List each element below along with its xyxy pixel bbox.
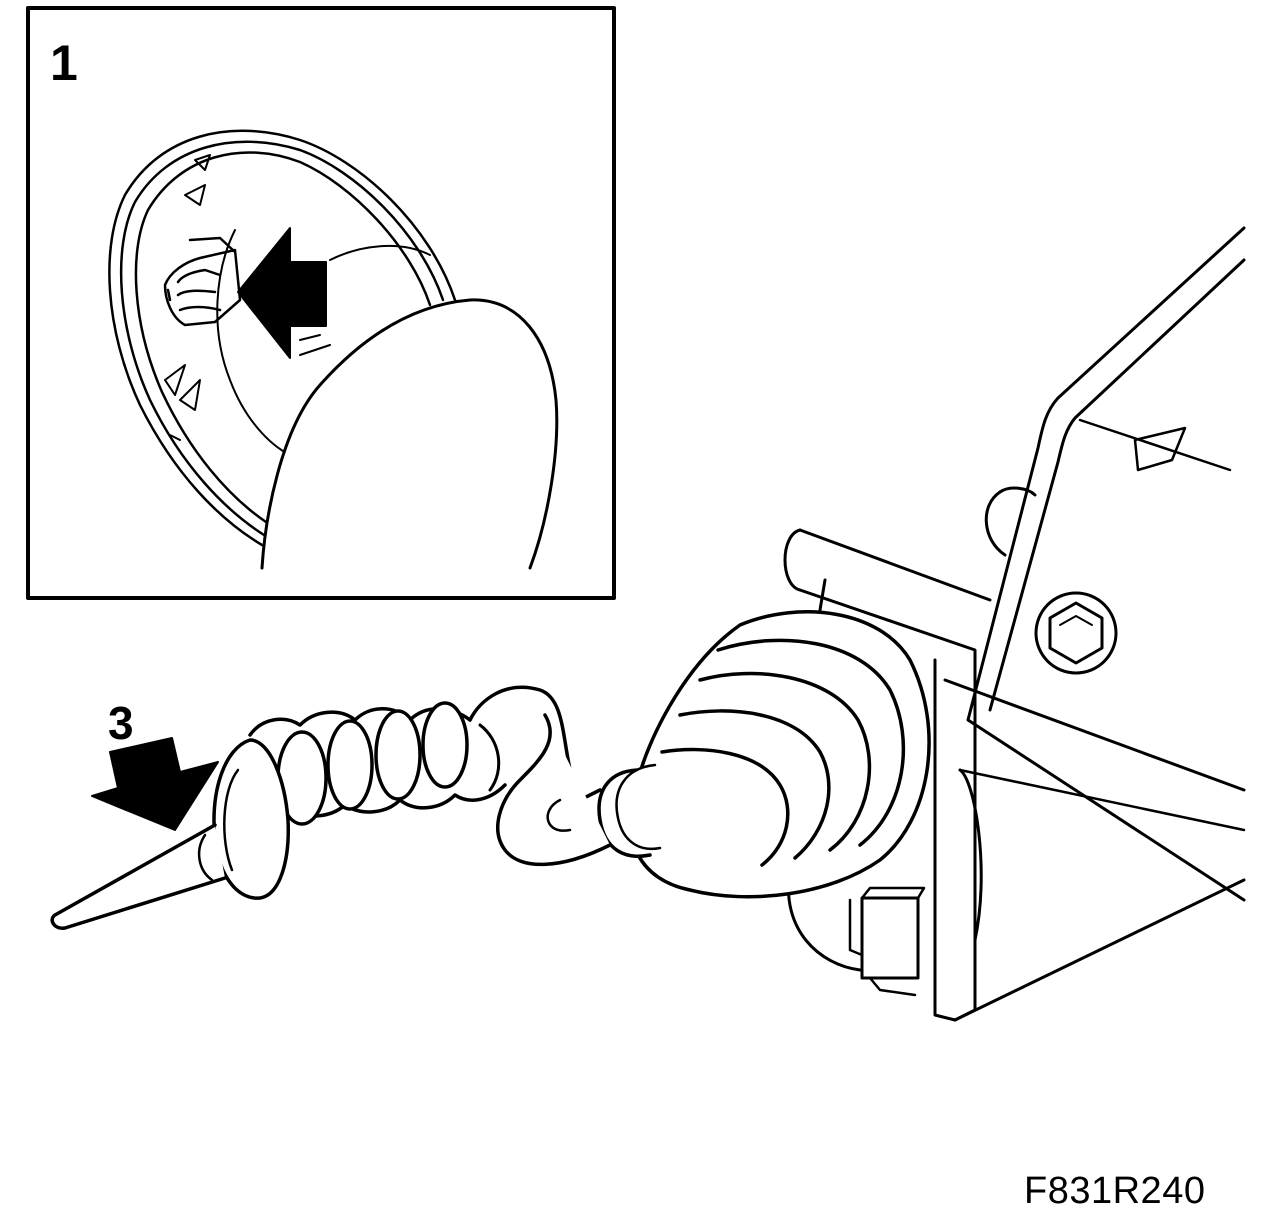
- main-assembly: [50, 226, 1246, 1022]
- lamp-body: [783, 528, 1246, 1022]
- cable-tube: [468, 685, 662, 867]
- corrugated-cable: [248, 701, 507, 826]
- connector-block: [860, 896, 920, 980]
- lamp-housing: [108, 129, 457, 547]
- hand-glove: [260, 298, 559, 570]
- mounting-bracket: [966, 226, 1246, 902]
- pointer-arrow-step-3: [91, 737, 219, 831]
- step-3-label: 3: [108, 697, 134, 749]
- pointer-arrow-step-1: [237, 227, 327, 359]
- inset-frame: [26, 6, 616, 600]
- protective-tip: [50, 738, 290, 930]
- rubber-boot: [628, 578, 931, 899]
- hex-bolt: [1034, 591, 1118, 675]
- inset-detail-panel: [26, 6, 616, 600]
- figure-code: F831R240: [1024, 1170, 1206, 1212]
- step-1-label: 1: [50, 35, 78, 91]
- bulb-retaining-clip: [163, 236, 242, 327]
